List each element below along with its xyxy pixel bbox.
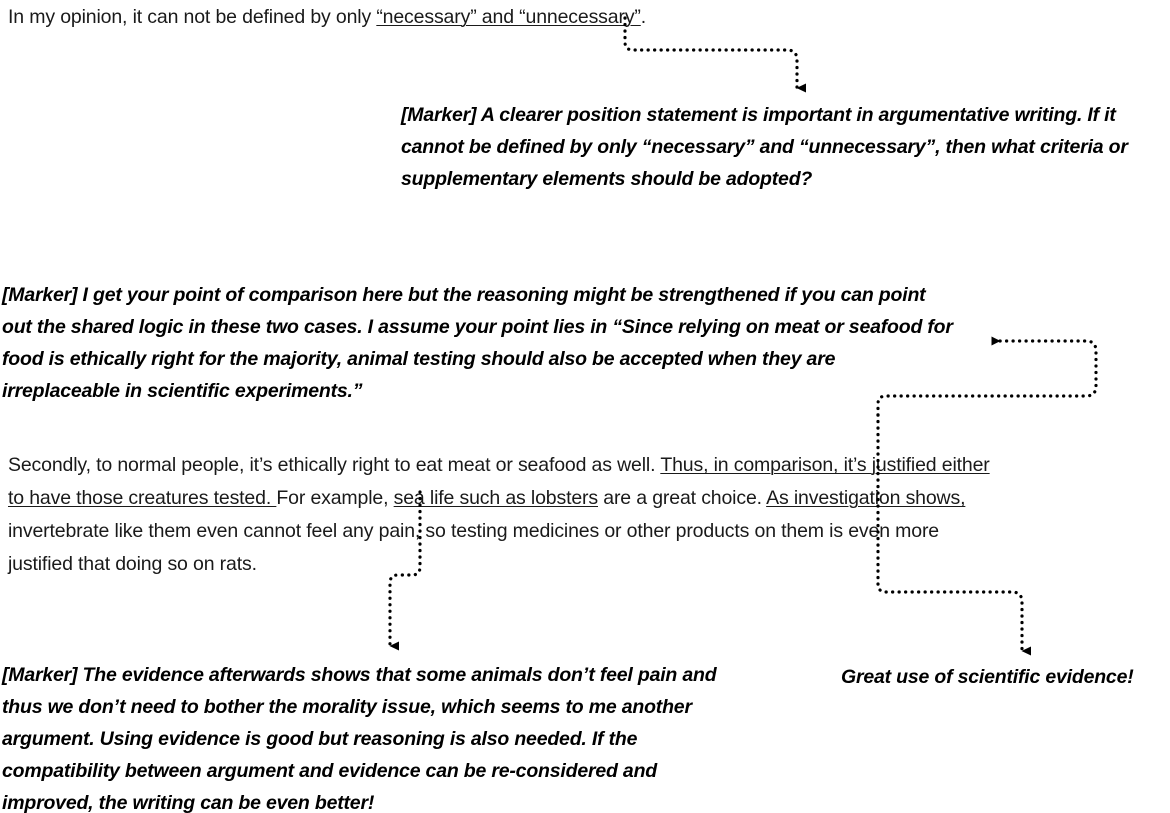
body-line-2: to have those creatures tested. For exam… [8,482,1138,515]
opening-plain-after: . [640,6,647,28]
comment-line: [Marker] I get your point of comparison … [2,284,926,306]
marker-comment-evidence-reasoning: [Marker] The evidence afterwards shows t… [2,659,792,813]
comment-line: [Marker] The evidence afterwards shows t… [2,664,717,686]
body-seg-underlined: As investigation shows, [766,487,966,509]
body-line-3: invertebrate like them even cannot feel … [8,520,940,542]
body-seg: For example, [276,487,394,509]
marker-comment-praise-evidence: Great use of scientific evidence! [841,661,1170,693]
comment-line: compatibility between argument and evide… [2,760,657,782]
comment-line: thus we don’t need to bother the moralit… [2,696,692,718]
comment-line: out the shared logic in these two cases.… [2,316,953,338]
comment-line: food is ethically right for the majority… [2,348,836,370]
comment-line: irreplaceable in scientific experiments.… [2,380,363,402]
body-line-4: justified that doing so on rats. [8,553,257,575]
student-opening-sentence: In my opinion, it can not be defined by … [8,1,1128,34]
body-seg: Secondly, to normal people, it’s ethical… [8,454,661,476]
comment-line: improved, the writing can be even better… [2,792,375,813]
comment-line: argument. Using evidence is good but rea… [2,728,638,750]
body-seg-underlined: sea life such as lobsters [393,487,599,509]
comment-line: [Marker] A clearer position statement is… [401,104,1116,126]
body-line-1: Secondly, to normal people, it’s ethical… [8,449,1138,482]
body-seg: are a great choice. [598,487,767,509]
student-body-paragraph: Secondly, to normal people, it’s ethical… [8,449,1138,581]
body-seg-underlined: to have those creatures tested. [8,487,277,509]
opening-underlined-phrase: “necessary” and “unnecessary” [376,6,641,28]
marker-comment-shared-logic: [Marker] I get your point of comparison … [2,279,1012,407]
opening-plain-before: In my opinion, it can not be defined by … [8,6,377,28]
comment-line: Great use of scientific evidence! [841,666,1134,688]
body-seg-underlined: Thus, in comparison, it’s justified eith… [660,454,990,476]
comment-line: supplementary elements should be adopted… [401,168,813,190]
marker-comment-position-statement: [Marker] A clearer position statement is… [401,99,1170,195]
comment-line: cannot be defined by only “necessary” an… [401,136,1128,158]
